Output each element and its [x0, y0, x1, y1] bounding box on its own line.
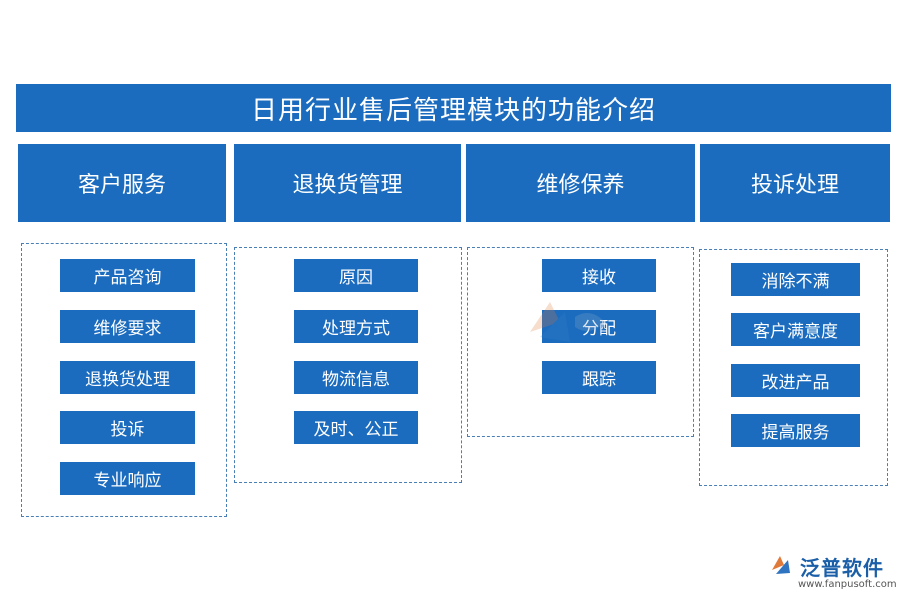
panel-customer-service	[21, 243, 227, 517]
item-improve-service: 提高服务	[731, 414, 860, 447]
item-remove-dissatisfaction: 消除不满	[731, 263, 860, 296]
item-professional-response: 专业响应	[60, 462, 195, 495]
brand-url: www.fanpusoft.com	[798, 579, 897, 590]
item-timely-fair: 及时、公正	[294, 411, 418, 444]
item-product-consult: 产品咨询	[60, 259, 195, 292]
item-return-handling: 退换货处理	[60, 361, 195, 394]
item-receive: 接收	[542, 259, 656, 292]
item-track: 跟踪	[542, 361, 656, 394]
item-repair-request: 维修要求	[60, 310, 195, 343]
item-handling-method: 处理方式	[294, 310, 418, 343]
item-reason: 原因	[294, 259, 418, 292]
header-customer-service: 客户服务	[18, 144, 226, 222]
panel-complaint	[699, 249, 888, 486]
brand-logo: 泛普软件 www.fanpusoft.com	[770, 552, 897, 590]
panel-maintenance	[467, 247, 694, 437]
fanpu-logo-icon	[770, 554, 796, 580]
item-customer-satisfaction: 客户满意度	[731, 313, 860, 346]
item-logistics-info: 物流信息	[294, 361, 418, 394]
page-title: 日用行业售后管理模块的功能介绍	[16, 84, 891, 132]
panel-return-exchange	[234, 247, 462, 483]
item-complaint: 投诉	[60, 411, 195, 444]
watermark-logo-icon	[520, 292, 630, 366]
brand-name: 泛普软件	[800, 556, 884, 580]
item-assign: 分配	[542, 310, 656, 343]
item-improve-product: 改进产品	[731, 364, 860, 397]
header-maintenance: 维修保养	[466, 144, 695, 222]
header-complaint: 投诉处理	[700, 144, 890, 222]
header-return-exchange: 退换货管理	[234, 144, 461, 222]
